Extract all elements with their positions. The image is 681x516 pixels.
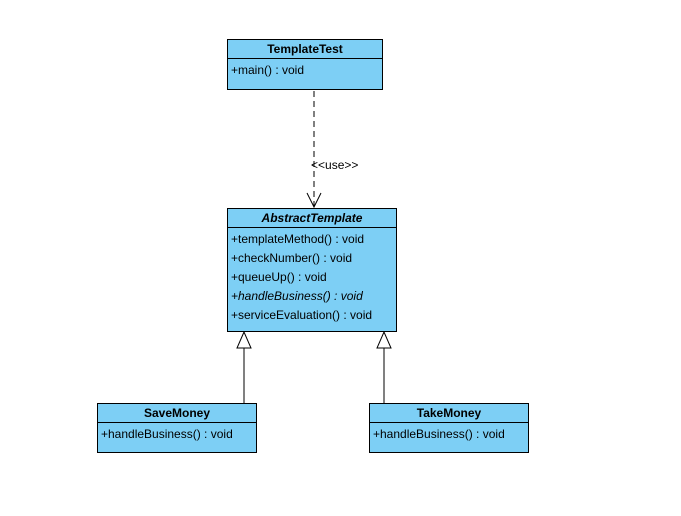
class-operations: +handleBusiness() : void xyxy=(370,423,528,444)
operation: +templateMethod() : void xyxy=(231,232,365,246)
class-name: TemplateTest xyxy=(228,40,382,59)
operation: +serviceEvaluation() : void xyxy=(231,308,373,322)
use-dependency-arrowhead xyxy=(306,192,322,209)
class-template-test[interactable]: TemplateTest +main() : void xyxy=(227,39,383,90)
abstract-operation: +handleBusiness() : void xyxy=(231,289,363,303)
class-abstract-template[interactable]: AbstractTemplate +templateMethod() : voi… xyxy=(227,208,397,332)
takemoney-generalization-arrowhead xyxy=(376,330,392,349)
class-operations: +templateMethod() : void +checkNumber() … xyxy=(228,228,396,325)
use-stereotype-label: <<use>> xyxy=(311,158,359,172)
class-name: TakeMoney xyxy=(370,404,528,423)
class-name: SaveMoney xyxy=(98,404,256,423)
operation: +handleBusiness() : void xyxy=(101,427,233,441)
operation: +checkNumber() : void xyxy=(231,251,353,265)
class-operations: +handleBusiness() : void xyxy=(98,423,256,444)
class-operations: +main() : void xyxy=(228,59,382,80)
savemoney-generalization-arrowhead xyxy=(236,330,252,349)
operation: +handleBusiness() : void xyxy=(373,427,505,441)
class-name: AbstractTemplate xyxy=(228,209,396,228)
operation: +queueUp() : void xyxy=(231,270,327,284)
class-save-money[interactable]: SaveMoney +handleBusiness() : void xyxy=(97,403,257,453)
class-take-money[interactable]: TakeMoney +handleBusiness() : void xyxy=(369,403,529,453)
operation: +main() : void xyxy=(231,63,305,77)
